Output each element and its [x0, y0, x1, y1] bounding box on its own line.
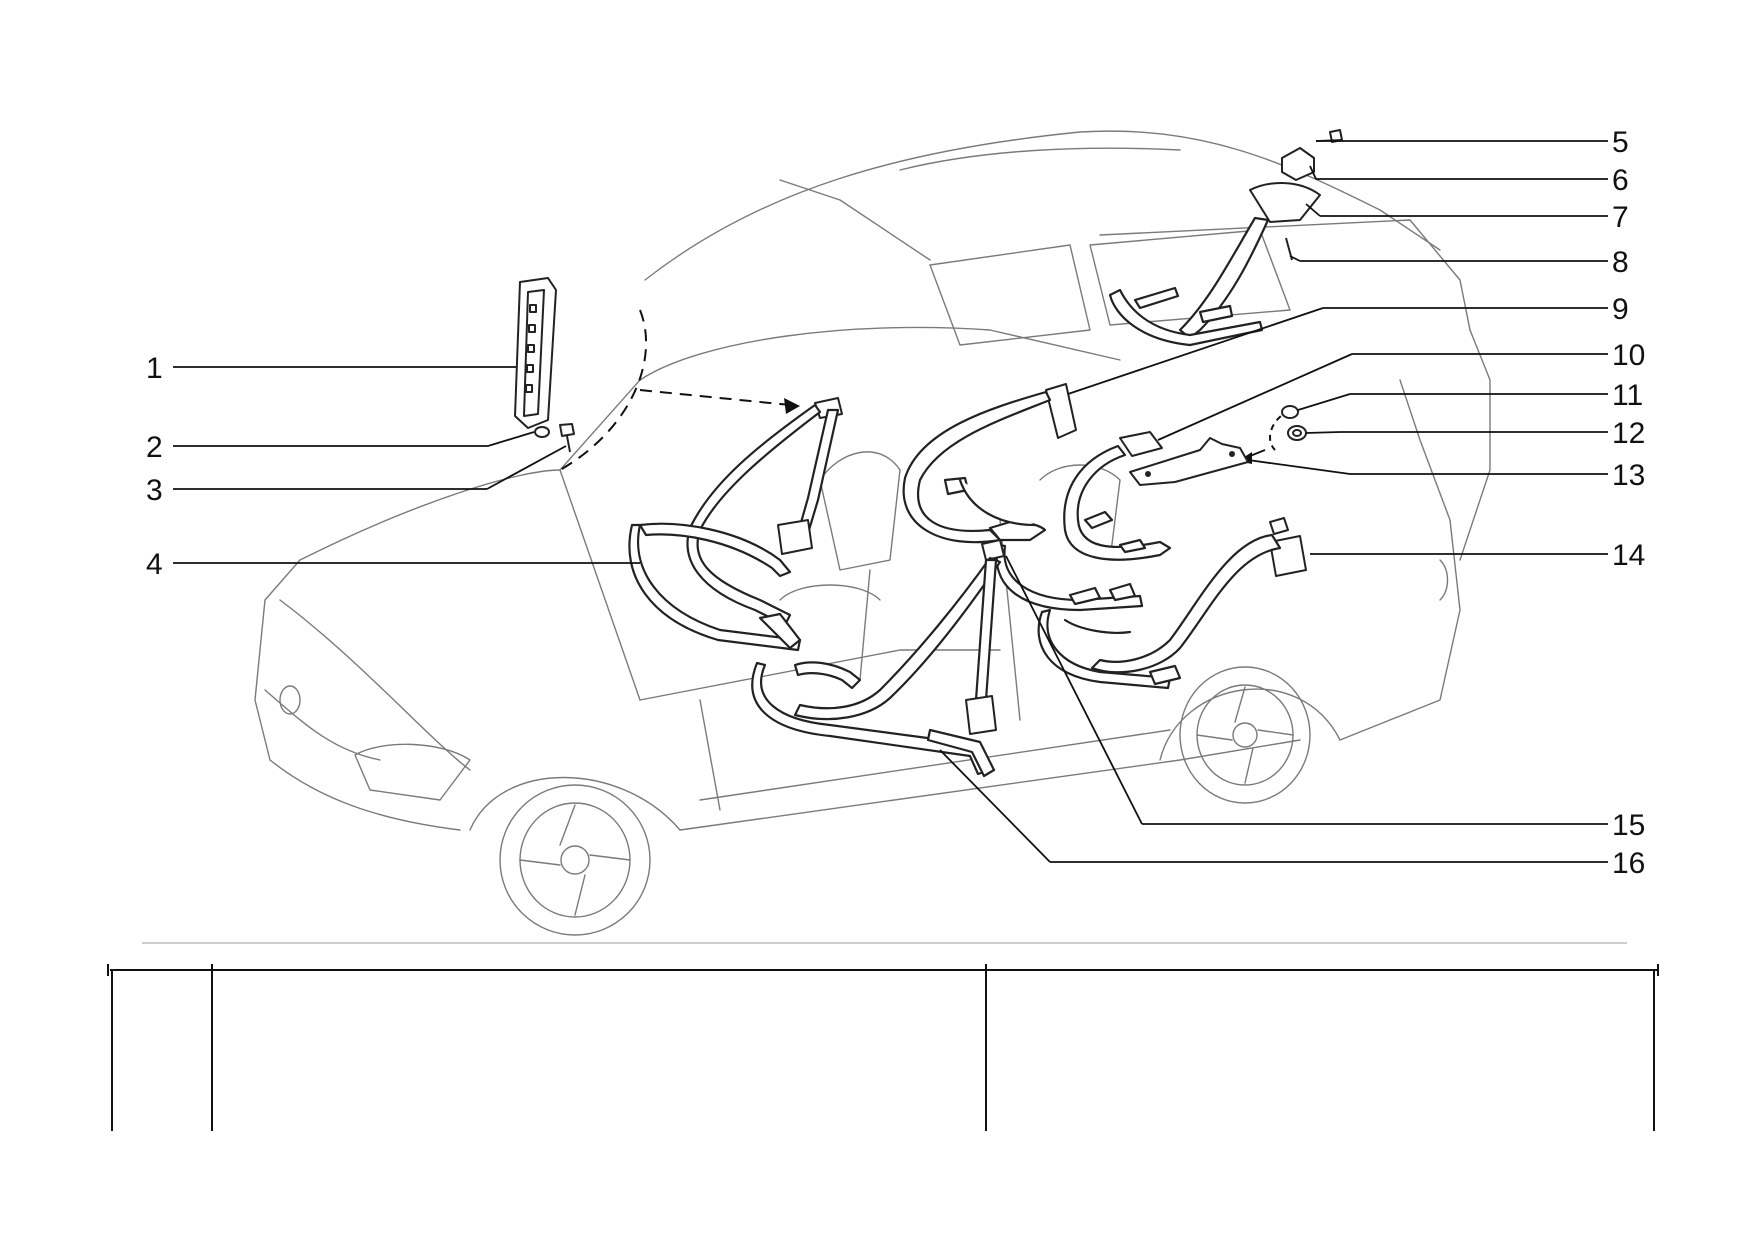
rear-left-belt — [902, 383, 1077, 544]
detail-arrow — [559, 309, 800, 471]
washer-12-part — [1287, 425, 1307, 441]
washer-part — [534, 426, 550, 438]
callout-3: 3 — [146, 474, 163, 507]
callout-13: 13 — [1612, 459, 1645, 492]
callout-9: 9 — [1612, 293, 1629, 326]
leader-lines — [173, 139, 1608, 863]
callout-12: 12 — [1612, 417, 1645, 450]
bolt-part — [559, 423, 575, 453]
callout-10: 10 — [1612, 339, 1645, 372]
rear-buckle-assembly — [1063, 431, 1172, 561]
callout-5: 5 — [1612, 126, 1629, 159]
callout-14: 14 — [1612, 539, 1645, 572]
callout-4: 4 — [146, 548, 163, 581]
callout-7: 7 — [1612, 201, 1629, 234]
front-left-belt — [628, 397, 843, 652]
rear-center-belt — [1108, 216, 1270, 347]
height-adjuster-part — [514, 277, 557, 429]
rear-shelf-retractor-part — [1249, 129, 1343, 223]
rear-lap-belt — [995, 543, 1144, 612]
callout-16: 16 — [1612, 847, 1645, 880]
callout-15: 15 — [1612, 809, 1645, 842]
rear-right-belt — [1037, 517, 1307, 690]
empty-table-frame — [107, 964, 1659, 1131]
callout-8: 8 — [1612, 246, 1629, 279]
callout-2: 2 — [146, 431, 163, 464]
nut-part — [1281, 405, 1299, 419]
callout-1: 1 — [146, 352, 163, 385]
front-right-belt — [751, 539, 1005, 778]
bracket-part — [1129, 437, 1249, 486]
car-outline — [254, 130, 1491, 936]
callout-labels: 1 2 3 4 5 6 7 8 9 10 11 12 13 14 15 16 — [146, 126, 1645, 880]
detail-arrow-small — [1238, 409, 1291, 464]
callout-6: 6 — [1612, 164, 1629, 197]
callout-11: 11 — [1612, 379, 1643, 412]
